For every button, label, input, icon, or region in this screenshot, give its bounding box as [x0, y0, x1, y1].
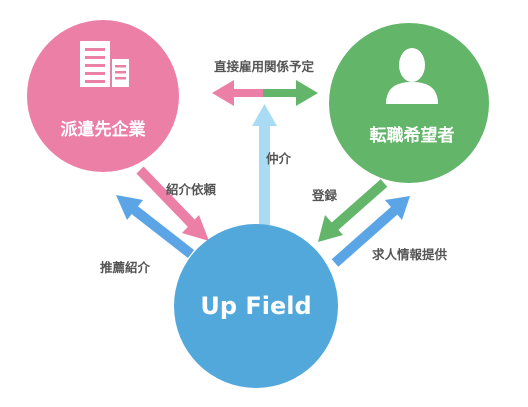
register-arrow [318, 179, 388, 242]
recommend-arrow [116, 195, 195, 258]
person-icon [386, 48, 438, 104]
job-info-arrow [331, 196, 410, 267]
job-seeker-label: 転職希望者 [370, 125, 455, 146]
direct-employment-label: 直接雇用関係予定 [214, 59, 315, 74]
up-field-node: Up Field [174, 224, 338, 388]
job-seeker-node: 転職希望者 [329, 23, 489, 183]
intermediary-label: 仲介 [266, 151, 292, 166]
direct-employment-arrow [212, 80, 318, 106]
up-field-label: Up Field [200, 292, 311, 320]
dispatch-company-label: 派遣先企業 [61, 119, 146, 140]
job-info-label: 求人情報提供 [372, 247, 448, 262]
introduce-request-label: 紹介依頼 [166, 182, 217, 197]
intermediary-arrow [252, 104, 277, 228]
building-icon [80, 41, 129, 87]
dispatch-company-node: 派遣先企業 [27, 20, 179, 172]
introduce-request-arrow [136, 166, 209, 241]
register-label: 登録 [311, 188, 338, 203]
recommend-label: 推薦紹介 [100, 260, 151, 275]
